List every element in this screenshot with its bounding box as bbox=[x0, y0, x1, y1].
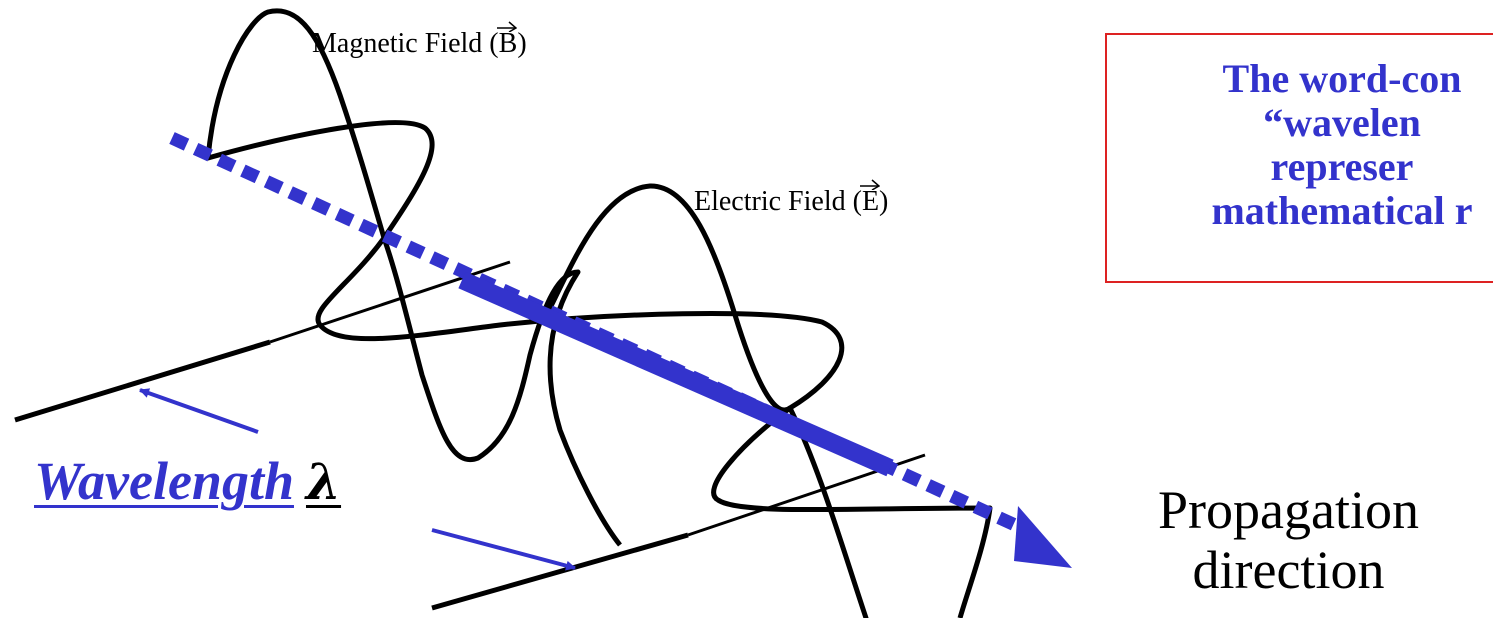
wavelength-axis-segment bbox=[458, 271, 894, 477]
baseline-left bbox=[14, 339, 271, 423]
magnetic-field-loop-upper bbox=[207, 120, 993, 618]
propagation-direction-label: Propagation direction bbox=[1158, 480, 1419, 600]
magnetic-field-wave bbox=[205, 8, 581, 463]
note-box: The word-con “wavelen represer mathemati… bbox=[1105, 33, 1493, 283]
baseline-right bbox=[431, 532, 689, 611]
note-text: The word-con “wavelen represer mathemati… bbox=[1211, 56, 1473, 233]
wavelength-word: Wavelength bbox=[34, 451, 294, 511]
pointer-arrow-left bbox=[139, 388, 259, 434]
electric-vector-symbol: E bbox=[859, 179, 880, 218]
magnetic-vector-symbol: B bbox=[496, 21, 517, 60]
pointer-arrow-right bbox=[431, 528, 576, 571]
electric-field-label: Electric Field (E) bbox=[694, 179, 888, 218]
propagation-arrowhead bbox=[1014, 506, 1072, 568]
lambda-symbol: λ bbox=[305, 452, 342, 511]
electric-field-wave bbox=[542, 183, 869, 618]
magnetic-field-label: Magnetic Field (B) bbox=[312, 21, 527, 60]
